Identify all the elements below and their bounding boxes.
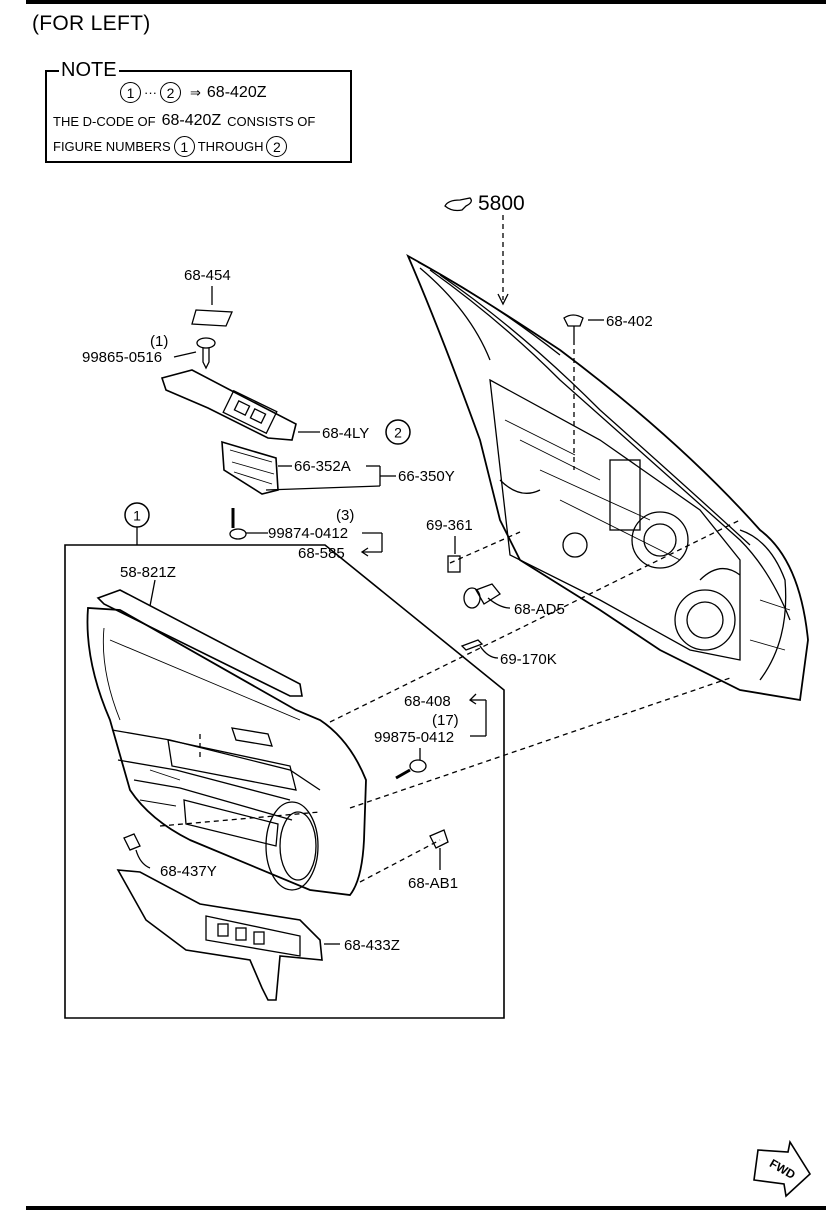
bottom-border [26,1206,826,1210]
figure-number-start: 1 [173,136,195,157]
callout-58-821Z: 58-821Z [120,564,176,581]
switch-66-352A [221,440,396,495]
figure-number-1-label: 1 [133,508,141,524]
callout-68-454: 68-454 [184,267,231,284]
note-text: FIGURE NUMBERS [53,139,171,154]
weatherstrip-58-821Z [96,579,303,697]
callout-68-402: 68-402 [606,313,653,330]
bezel-68-4LY [160,369,320,441]
door-trim-panel [86,607,367,896]
figure-number-end: 2 [160,82,181,103]
callout-99874-qty: (3) [336,507,354,524]
note-row-figures: FIGURE NUMBERS 1 THROUGH 2 [53,136,290,157]
note-text: THROUGH [197,139,264,154]
top-border [26,0,826,4]
figure-number-start: 1 [120,82,141,103]
callout-99875-0412: 99875-0412 [374,729,454,746]
note-box: NOTE 1 ··· 2 ⇒ 68-420Z THE D-CODE OF 68-… [45,59,352,163]
note-label: NOTE [59,59,119,81]
callout-66-350Y: 66-350Y [398,468,455,485]
figure-number-1 [124,502,150,528]
callout-99874-0412: 99874-0412 [268,525,348,542]
callout-5800: 5800 [478,192,525,215]
callout-66-352A: 66-352A [294,458,351,475]
clip-68-402 [563,314,604,470]
clip-69-361 [447,536,461,573]
arrow-icon: ⇒ [190,84,201,100]
callout-68-585: 68-585 [298,545,345,562]
figure-number-2-label: 2 [394,425,402,441]
screw-99874 [229,508,383,557]
figure-number-end: 2 [266,136,288,157]
callout-68-433Z: 68-433Z [344,937,400,954]
screw-99875 [395,748,427,780]
callout-68-AB1: 68-AB1 [408,875,458,892]
clip-68-437Y [123,833,151,869]
callout-99875-qty: (17) [432,712,459,729]
callout-68-4LY: 68-4LY [322,425,369,442]
figure-number-2 [385,419,411,445]
note-row-range: 1 ··· 2 ⇒ 68-420Z [117,82,267,103]
range-dots: ··· [144,85,157,100]
door-shell [406,253,809,702]
callout-69-361: 69-361 [426,517,473,534]
callout-68-AD5: 68-AD5 [514,601,565,618]
bracket-68-408 [468,693,487,737]
note-row-description: THE D-CODE OF 68-420Z CONSISTS OF [53,112,315,130]
dcode-value: 68-420Z [161,112,222,129]
fastener-68-AB1 [429,829,449,870]
note-text: CONSISTS OF [227,113,316,129]
callout-68-408: 68-408 [404,693,451,710]
callout-69-170K: 69-170K [500,651,557,668]
fwd-arrow-icon [753,1139,812,1198]
clip-69-170K [460,639,499,659]
callout-68-437Y: 68-437Y [160,863,217,880]
fwd-label: FWD [767,1156,798,1182]
screw-99865 [173,337,216,370]
grommet-68-AD5 [463,583,511,609]
callout-99865-0516: 99865-0516 [82,349,162,366]
page-title: (FOR LEFT) [32,12,151,35]
lower-trim-68-433Z [116,869,340,1001]
reference-5800 [444,197,509,306]
callout-99865-qty: (1) [150,333,168,350]
dcode-value: 68-420Z [206,83,267,101]
figure-1-box [64,544,505,1019]
pad-68-454 [191,309,233,327]
note-text: THE D-CODE OF [53,113,156,129]
